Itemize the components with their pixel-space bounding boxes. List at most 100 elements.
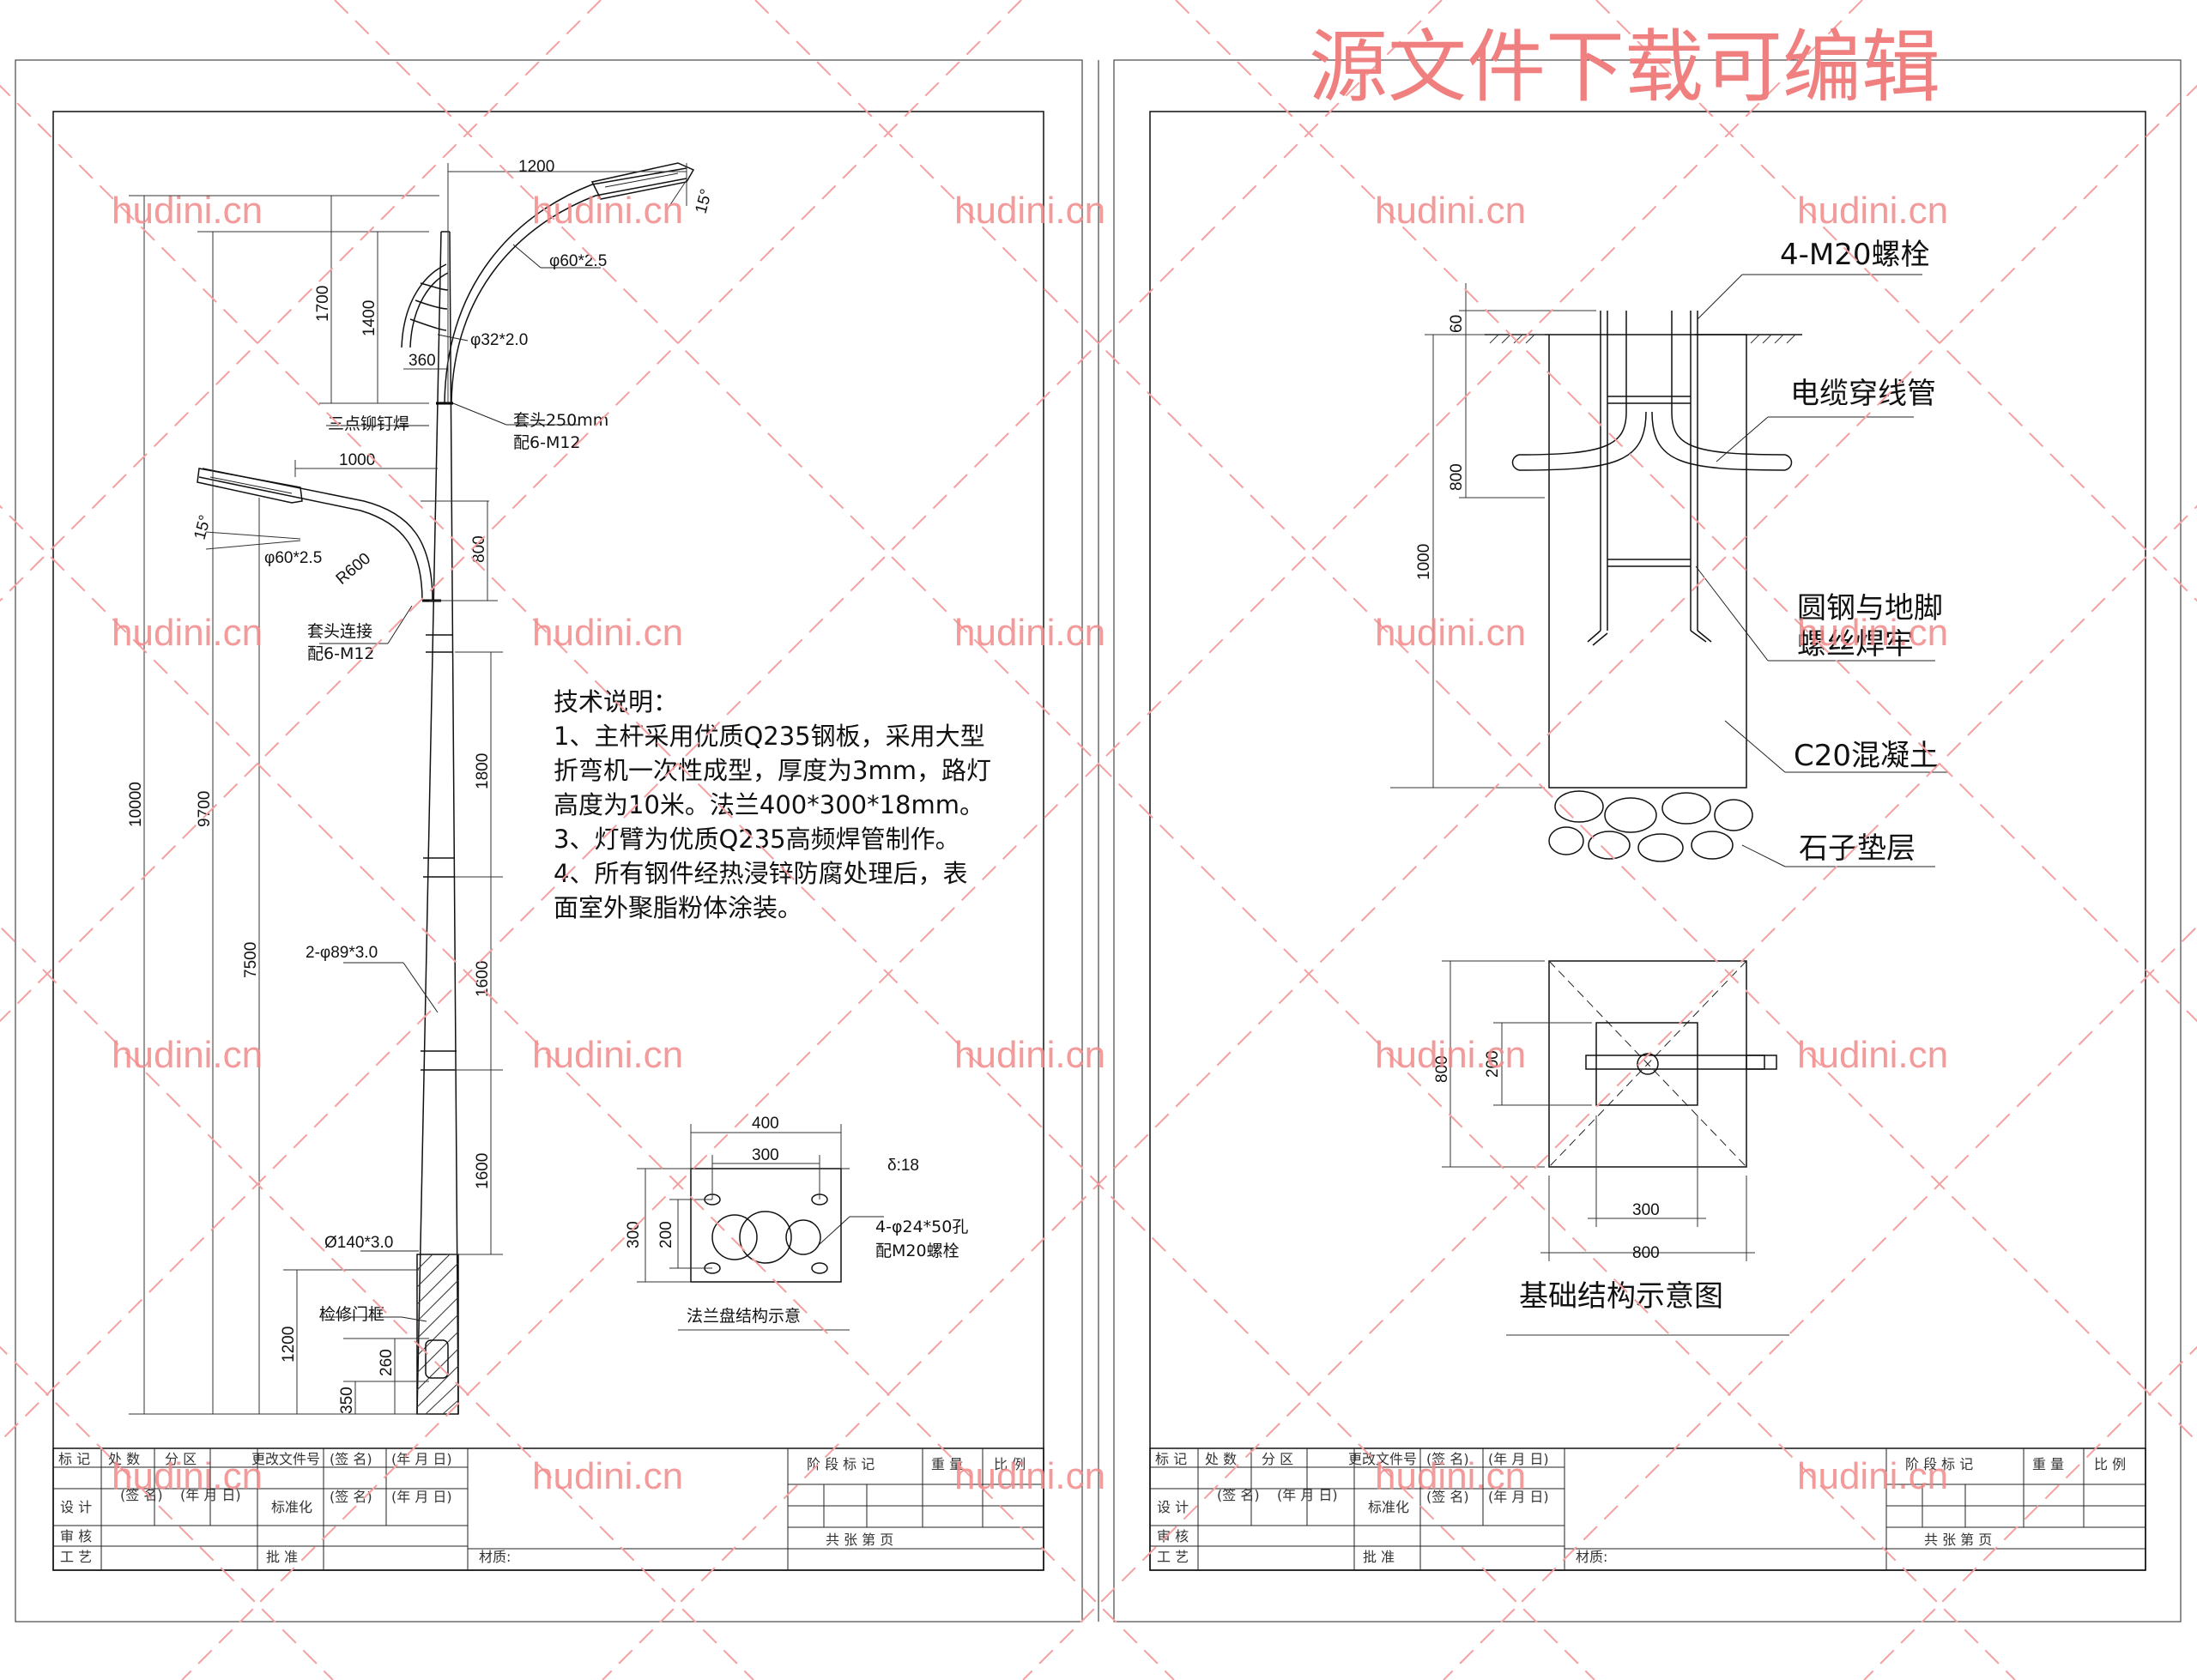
wm-site: hudini.cn [112,1455,263,1497]
tb-sign: (签 名) [330,1451,372,1467]
dim-10000: 10000 [127,782,145,827]
section-h60: 60 [1448,315,1466,333]
wm-site: hudini.cn [1797,1034,1948,1076]
tb-r-scale: 比 例 [2094,1456,2126,1472]
flange-h300: 300 [625,1221,643,1248]
flange-caption: 法兰盘结构示意 [687,1307,801,1326]
right-sheet-frame [1113,59,2182,1623]
sleeve-upper-label: 套头250mm [513,411,608,430]
tb-design-sign: (签 名) [120,1487,163,1503]
title-block-right: 标 记 处 数 分 区 更改文件号 (签 名) (年 月 日) 设 计 (签 名… [1149,1447,2146,1571]
tb-review: 审 核 [60,1528,92,1544]
wm-site: hudini.cn [954,1455,1105,1497]
tb-r-standard: 标准化 [1368,1499,1409,1515]
conduit-label: 电缆穿线管 [1790,377,1936,411]
tb-date: (年 月 日) [391,1451,452,1467]
wm-site: hudini.cn [1375,612,1526,654]
wm-site: hudini.cn [112,612,263,654]
wm-site: hudini.cn [532,190,683,232]
concrete-label: C20混凝土 [1794,739,1939,773]
flange-holes: 4-φ24*50孔 [875,1218,968,1236]
wm-site: hudini.cn [1797,190,1948,232]
weld-label: 三点铆钉焊 [328,414,409,433]
wm-site: hudini.cn [1375,190,1526,232]
tb-r-material: 材质: [1576,1549,1607,1565]
tb-design-date: (年 月 日) [180,1487,241,1503]
wm-site: hudini.cn [954,1034,1105,1076]
tb-r-craft: 工 艺 [1157,1549,1189,1565]
pipe-upper-label: φ60*2.5 [549,252,607,270]
wm-site: hudini.cn [532,1455,683,1497]
tb-approve: 批 准 [266,1549,298,1565]
wm-site: hudini.cn [1797,1455,1948,1497]
angle-upper: 15° [693,187,717,215]
tb-weight: 重 量 [931,1456,963,1472]
gravel-label: 石子垫层 [1799,831,1916,866]
tb-stage: 阶 段 标 记 [807,1456,875,1472]
foundation-section: 4-M20螺栓 电缆穿线管 圆钢与地脚 螺丝焊牢 C20混凝土 石子垫层 60 … [1390,238,1948,867]
brace-label: φ32*2.0 [470,331,528,349]
tb-count: 处 数 [108,1451,140,1467]
tb-r-mark: 标 记 [1155,1451,1187,1467]
tb-r-design-sign: (签 名) [1217,1487,1260,1503]
flange-h200: 200 [657,1221,675,1248]
sleeve-upper-bolt: 配6-M12 [513,433,581,452]
flange-w400: 400 [752,1115,779,1133]
tb-sheets: 共 张 第 页 [826,1532,893,1548]
note-line-2: 折弯机一次性成型，厚度为3mm，路灯 [554,756,991,785]
tb-zone: 分 区 [165,1451,197,1467]
tb-r-date: (年 月 日) [1488,1451,1549,1467]
dim-1200-base: 1200 [280,1326,298,1363]
radius-label: R600 [333,550,374,589]
pipe-lower-label: φ60*2.5 [264,549,322,567]
dim-1400: 1400 [360,300,378,336]
tb-mark: 标 记 [58,1451,90,1467]
wm-site: hudini.cn [532,612,683,654]
dim-1200: 1200 [518,158,554,176]
tb-standard: 标准化 [271,1499,312,1515]
tb-r-stage: 阶 段 标 记 [1905,1456,1973,1472]
title-block-left: 标 记 处 数 分 区 更改文件号 (签 名) (年 月 日) 设 计 (签 名… [52,1447,1044,1571]
tb-r-std-sign: (签 名) [1426,1489,1469,1505]
upper-arm [401,162,695,404]
tb-r-sign: (签 名) [1426,1451,1469,1467]
wm-site: hudini.cn [954,612,1105,654]
tb-design: 设 计 [60,1499,92,1515]
weld-label-2: 螺丝焊牢 [1797,627,1914,662]
bolt-label: 4-M20螺栓 [1780,238,1930,272]
wm-site: hudini.cn [532,1034,683,1076]
lower-arm [197,468,433,601]
door-label: 检修门框 [319,1305,384,1324]
wm-site: hudini.cn [112,190,263,232]
dim-1600b: 1600 [474,1153,492,1189]
wm-site: hudini.cn [112,1034,263,1076]
tb-r-sheets: 共 张 第 页 [1924,1532,1992,1548]
dim-260: 260 [378,1349,396,1376]
base-pipe-label: Ø140*3.0 [324,1234,393,1252]
tb-r-count: 处 数 [1205,1451,1237,1467]
foundation-plan: 800 200 300 800 基础结构示意图 [1433,960,1789,1336]
left-leaders [319,244,884,1322]
dim-1000: 1000 [339,451,375,469]
note-line-6: 面室外聚脂粉体涂装。 [554,893,802,922]
dim-1600a: 1600 [474,961,492,997]
plan-caption: 基础结构示意图 [1519,1279,1723,1314]
stiffener-label: 2-φ89*3.0 [306,944,378,962]
note-line-1: 1、主杆采用优质Q235钢板，采用大型 [554,722,985,751]
plan-h800: 800 [1433,1055,1451,1083]
tb-r-design: 设 计 [1157,1499,1189,1515]
tb-r-approve: 批 准 [1363,1549,1395,1565]
tb-r-review: 审 核 [1157,1528,1189,1544]
tb-r-design-date: (年 月 日) [1277,1487,1338,1503]
tb-r-change: 更改文件号 [1348,1451,1417,1467]
flange-w300: 300 [752,1146,779,1164]
tb-scale: 比 例 [994,1456,1026,1472]
angle-lower: 15° [191,513,215,541]
sleeve-lower-bolt: 配6-M12 [307,644,375,663]
dim-9700: 9700 [196,791,214,827]
watermark-top: 源文件下载可编辑 [1309,21,1940,113]
note-line-4: 3、灯臂为优质Q235高频焊管制作。 [554,825,960,854]
weld-label-1: 圆钢与地脚 [1797,591,1943,625]
wm-site: hudini.cn [1375,1455,1526,1497]
tech-notes: 技术说明： 1、主杆采用优质Q235钢板，采用大型 折弯机一次性成型，厚度为3m… [554,687,991,922]
